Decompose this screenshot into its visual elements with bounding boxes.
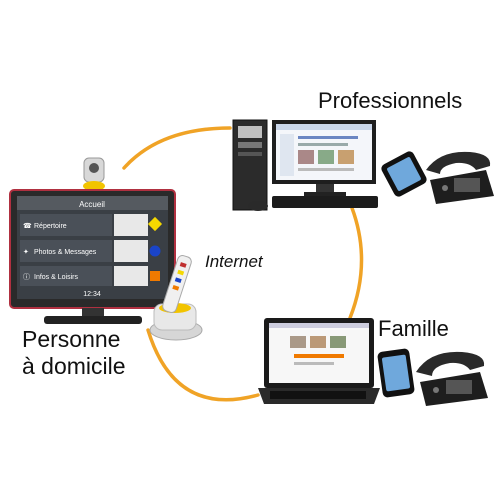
arc-family-to-home: [146, 328, 260, 402]
webcam-icon: [83, 157, 105, 191]
label-home-person-line2: à domicile: [22, 353, 126, 379]
label-family: Famille: [378, 316, 449, 341]
label-home-person: Personne à domicile: [22, 326, 126, 380]
lightbulb-icon: ✦: [23, 248, 29, 256]
connection-arcs: [122, 126, 364, 402]
info-icon: ⓘ: [23, 273, 30, 281]
label-home-person-line1: Personne: [22, 326, 121, 352]
tv-menu-row-0: ☎ Répertoire: [20, 214, 163, 236]
tv-menu-label: Photos & Messages: [34, 249, 97, 256]
desktop-computer-icon: [232, 119, 378, 211]
smartphone-icon: [377, 348, 415, 398]
phone-icon: ☎: [23, 222, 32, 230]
arc-home-to-pro: [122, 126, 232, 170]
label-professionals: Professionnels: [318, 88, 463, 113]
label-internet: Internet: [205, 252, 263, 271]
tv-menu-row-1: ✦ Photos & Messages: [20, 240, 161, 262]
desk-phone-icon: [416, 351, 488, 406]
tv-menu-row-2: ⓘ Infos & Loisirs: [20, 266, 160, 286]
tv-menu-label: Répertoire: [34, 223, 67, 230]
tv-menu-label: Infos & Loisirs: [34, 274, 78, 281]
tv-device: Accueil ☎ Répertoire ✦ Photos & Messages…: [9, 157, 176, 324]
tv-header: Accueil: [79, 200, 105, 209]
desk-phone-icon: [426, 151, 494, 204]
arc-pro-to-family: [348, 206, 364, 320]
tv-clock: 12:34: [83, 291, 101, 298]
laptop-icon: [258, 318, 380, 404]
remote-control-icon: [149, 255, 203, 341]
smartphone-icon: [381, 151, 427, 197]
